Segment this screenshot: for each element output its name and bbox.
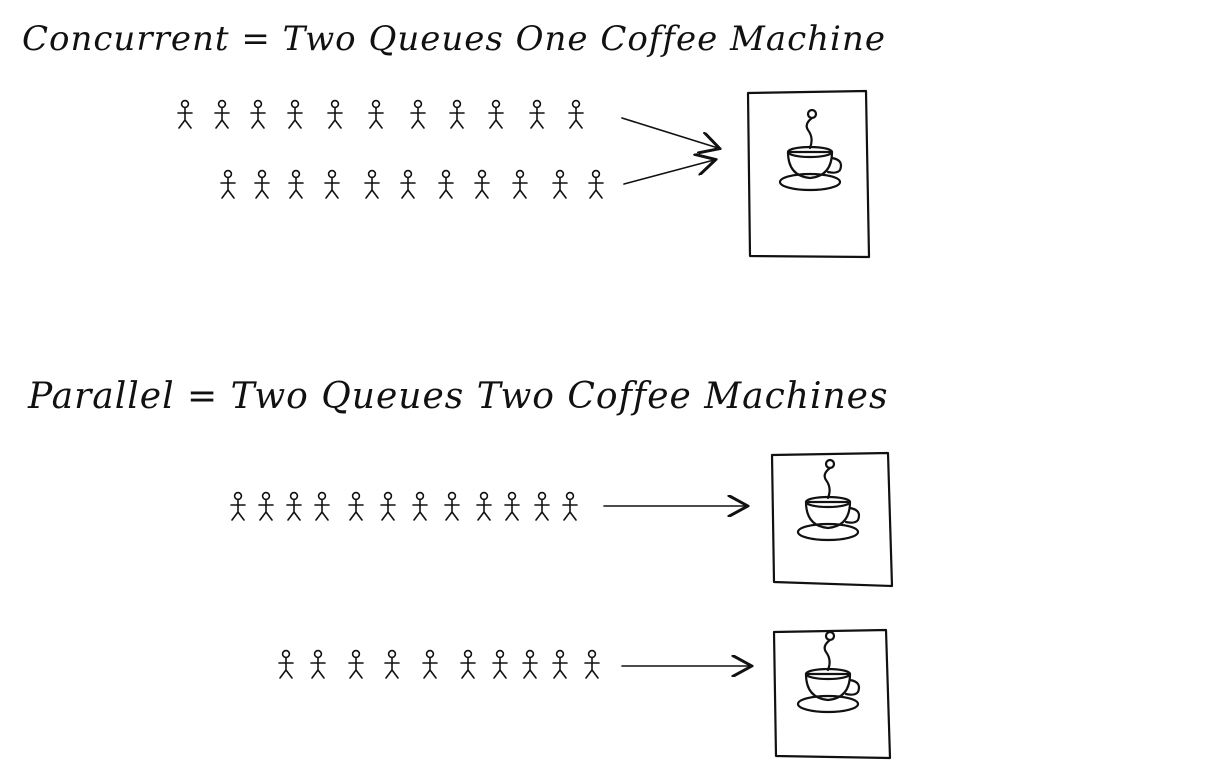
stick-figure-icon	[324, 169, 340, 199]
stick-figure-icon	[286, 491, 302, 521]
stick-figure-icon	[310, 649, 326, 679]
stick-figure-icon	[254, 169, 270, 199]
parallel-queue-1	[230, 491, 578, 521]
stick-figure-icon	[287, 99, 303, 129]
stick-figure-icon	[512, 169, 528, 199]
stick-figure-icon	[348, 649, 364, 679]
stick-figure-icon	[412, 491, 428, 521]
parallel-queue-2	[278, 649, 600, 679]
arrow-right-icon	[621, 117, 718, 148]
coffee-machine-icon	[770, 451, 894, 588]
concurrent-heading: Concurrent = Two Queues One Coffee Machi…	[22, 19, 886, 59]
stick-figure-icon	[368, 99, 384, 129]
stick-figure-icon	[314, 491, 330, 521]
stick-figure-icon	[250, 99, 266, 129]
stick-figure-icon	[400, 169, 416, 199]
stick-figure-icon	[476, 491, 492, 521]
stick-figure-icon	[380, 491, 396, 521]
stick-figure-icon	[492, 649, 508, 679]
parallel-heading: Parallel = Two Queues Two Coffee Machine…	[27, 376, 888, 417]
stick-figure-icon	[278, 649, 294, 679]
stick-figure-icon	[214, 99, 230, 129]
stick-figure-icon	[220, 169, 236, 199]
coffee-cup-icon	[796, 630, 861, 714]
stick-figure-icon	[562, 491, 578, 521]
stick-figure-icon	[534, 491, 550, 521]
stick-figure-icon	[384, 649, 400, 679]
stick-figure-icon	[258, 491, 274, 521]
stick-figure-icon	[529, 99, 545, 129]
stick-figure-icon	[584, 649, 600, 679]
stick-figure-icon	[552, 649, 568, 679]
stick-figure-icon	[568, 99, 584, 129]
stick-figure-icon	[177, 99, 193, 129]
coffee-machine-icon	[746, 89, 871, 259]
stick-figure-icon	[438, 169, 454, 199]
stick-figure-icon	[410, 99, 426, 129]
stick-figure-icon	[552, 169, 568, 199]
parallel-section: Parallel = Two Queues Two Coffee Machine…	[27, 376, 894, 760]
stick-figure-icon	[288, 169, 304, 199]
stick-figure-icon	[444, 491, 460, 521]
stick-figure-icon	[449, 99, 465, 129]
stick-figure-icon	[474, 169, 490, 199]
stick-figure-icon	[588, 169, 604, 199]
stick-figure-icon	[460, 649, 476, 679]
concurrent-queue-1	[177, 99, 584, 129]
stick-figure-icon	[348, 491, 364, 521]
stick-figure-icon	[364, 169, 380, 199]
stick-figure-icon	[504, 491, 520, 521]
stick-figure-icon	[230, 491, 246, 521]
stick-figure-icon	[422, 649, 438, 679]
coffee-cup-icon	[796, 458, 861, 542]
coffee-cup-icon	[778, 108, 843, 192]
stick-figure-icon	[327, 99, 343, 129]
concurrent-queue-2	[220, 169, 604, 199]
concurrent-section: Concurrent = Two Queues One Coffee Machi…	[22, 19, 886, 259]
stick-figure-icon	[522, 649, 538, 679]
arrow-right-icon	[623, 160, 714, 185]
stick-figure-icon	[488, 99, 504, 129]
coffee-machine-icon	[772, 628, 892, 760]
